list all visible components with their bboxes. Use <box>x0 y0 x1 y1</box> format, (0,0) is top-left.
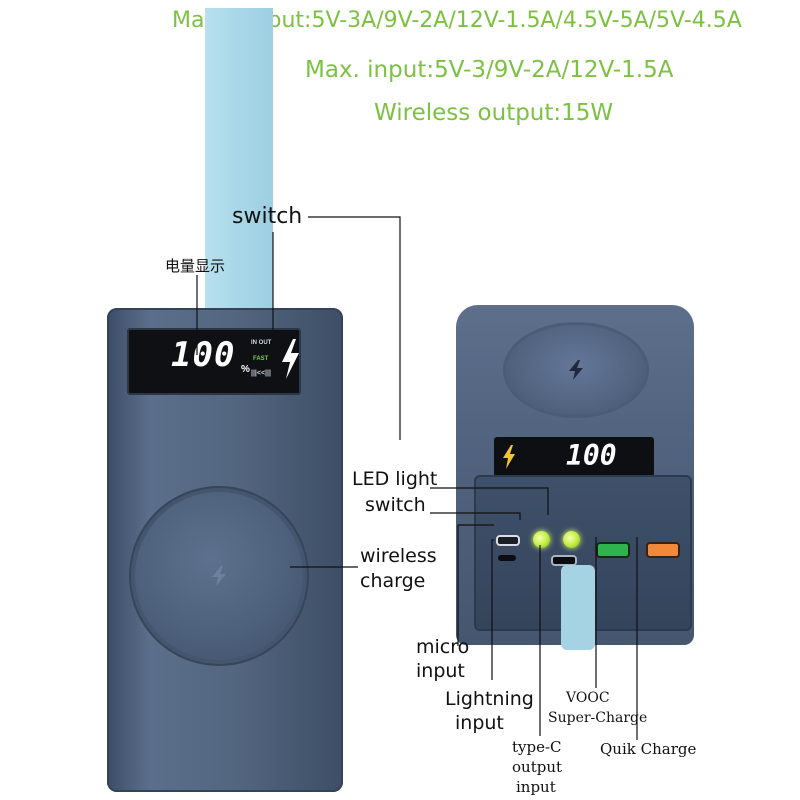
wireless-charging-pad <box>135 492 303 660</box>
micro-label-2: input <box>416 660 465 682</box>
lanyard-strap-side <box>561 565 595 650</box>
charging-bolt-icon <box>212 566 226 586</box>
typec-label-2: output <box>512 758 563 776</box>
led-light-button[interactable] <box>533 531 550 548</box>
vooc-port[interactable] <box>596 542 630 558</box>
level-bars: |||<<||| <box>251 370 271 377</box>
micro-label-1: micro <box>416 636 470 658</box>
power-bank-front: 100 % IN OUT FAST |||<<||| <box>107 308 343 792</box>
fast-indicator: FAST <box>253 356 269 362</box>
percent-sign: % <box>241 364 250 375</box>
vooc-label-2: Super-Charge <box>548 710 648 726</box>
side-display-reading: 100 <box>566 439 617 472</box>
wireless-charging-pad-top <box>506 325 646 415</box>
lightning-port[interactable] <box>498 555 516 561</box>
lanyard-strap <box>205 8 273 316</box>
vooc-label-1: VOOC <box>566 690 610 706</box>
power-bank-side: 100 <box>456 305 694 650</box>
lightning-label-2: input <box>455 712 504 734</box>
max-input-spec: Max. input:5V-3/9V-2A/12V-1.5A <box>305 57 674 83</box>
micro-usb-port[interactable] <box>496 535 520 546</box>
led-light-label: LED light <box>352 468 438 490</box>
quick-charge-port[interactable] <box>646 542 680 558</box>
wireless-label-2: charge <box>360 570 426 592</box>
typec-label-3: input <box>516 778 556 796</box>
typec-label-1: type-C <box>512 738 562 756</box>
lightning-label-1: Lightning <box>445 688 534 710</box>
wireless-output-spec: Wireless output:15W <box>374 100 614 126</box>
switch-leader <box>308 216 401 440</box>
quick-charge-label: Quik Charge <box>600 740 697 758</box>
side-display: 100 <box>494 437 654 477</box>
lightning-bolt-icon <box>503 445 515 469</box>
switch-2-label: switch <box>365 494 426 516</box>
lightning-bolt-icon <box>282 339 299 379</box>
battery-percent-reading: 100 <box>171 335 236 375</box>
battery-display-label: 电量显示 <box>165 257 226 275</box>
battery-display: 100 % IN OUT FAST |||<<||| <box>127 328 301 395</box>
switch-button[interactable] <box>563 531 580 548</box>
wireless-label-1: wireless <box>360 545 437 567</box>
in-out-indicator: IN OUT <box>251 340 272 346</box>
switch-label: switch <box>232 204 303 229</box>
charging-bolt-icon <box>569 360 583 380</box>
